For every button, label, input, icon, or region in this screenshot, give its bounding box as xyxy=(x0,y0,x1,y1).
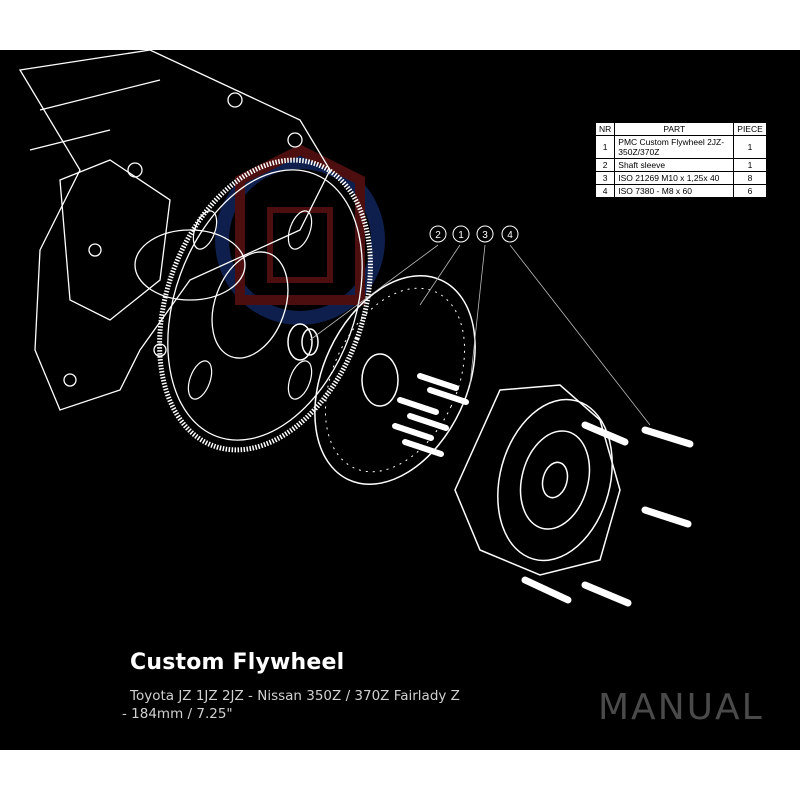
manual-label: MANUAL xyxy=(598,687,764,728)
row-part: PMC Custom Flywheel 2JZ-350Z/370Z xyxy=(614,135,735,159)
product-subtitle-line1: Toyota JZ 1JZ 2JZ - Nissan 350Z / 370Z F… xyxy=(130,688,460,704)
header-nr: NR xyxy=(594,122,616,136)
clutch-assembly xyxy=(454,384,621,576)
row-part: Shaft sleeve xyxy=(614,158,735,172)
engine-block xyxy=(18,50,331,411)
header-part: PART xyxy=(614,122,735,136)
product-subtitle-line2: - 184mm / 7.25" xyxy=(122,706,233,722)
row-nr: 2 xyxy=(594,158,616,172)
illustration-panel: 2 1 3 4 NR PART PIECE 1 PMC Custom Flywh… xyxy=(0,50,800,750)
parts-table-header: NR PART PIECE xyxy=(594,122,767,136)
row-nr: 3 xyxy=(594,171,616,185)
callout-leaders xyxy=(309,244,651,426)
table-row: 2 Shaft sleeve 1 xyxy=(594,158,767,172)
row-nr: 4 xyxy=(594,184,616,198)
bolts-m8 xyxy=(521,421,694,607)
table-row: 4 ISO 7380 - M8 x 60 6 xyxy=(594,184,767,198)
callout-labels: 2 1 3 4 xyxy=(435,230,513,241)
row-piece: 6 xyxy=(733,184,767,198)
ring-gear-flywheel xyxy=(134,157,373,453)
callout-3: 3 xyxy=(482,230,488,241)
row-piece: 1 xyxy=(733,135,767,159)
table-row: 1 PMC Custom Flywheel 2JZ-350Z/370Z 1 xyxy=(594,135,767,159)
callout-circles xyxy=(429,225,519,243)
row-piece: 8 xyxy=(733,171,767,185)
row-nr: 1 xyxy=(594,135,616,159)
product-title: Custom Flywheel xyxy=(130,650,345,675)
callout-2: 2 xyxy=(435,230,441,241)
row-piece: 1 xyxy=(733,158,767,172)
bolts-m10 xyxy=(392,373,469,457)
parts-table: NR PART PIECE 1 PMC Custom Flywheel 2JZ-… xyxy=(594,122,767,198)
shaft-sleeve xyxy=(287,323,319,361)
row-part: ISO 7380 - M8 x 60 xyxy=(614,184,735,198)
callout-4: 4 xyxy=(507,230,513,241)
header-piece: PIECE xyxy=(733,122,767,136)
callout-1: 1 xyxy=(458,230,464,241)
exploded-view-diagram: 2 1 3 4 xyxy=(18,50,694,607)
row-part: ISO 21269 M10 x 1,25x 40 xyxy=(614,171,735,185)
custom-flywheel-disc xyxy=(314,275,476,485)
table-row: 3 ISO 21269 M10 x 1,25x 40 8 xyxy=(594,171,767,185)
